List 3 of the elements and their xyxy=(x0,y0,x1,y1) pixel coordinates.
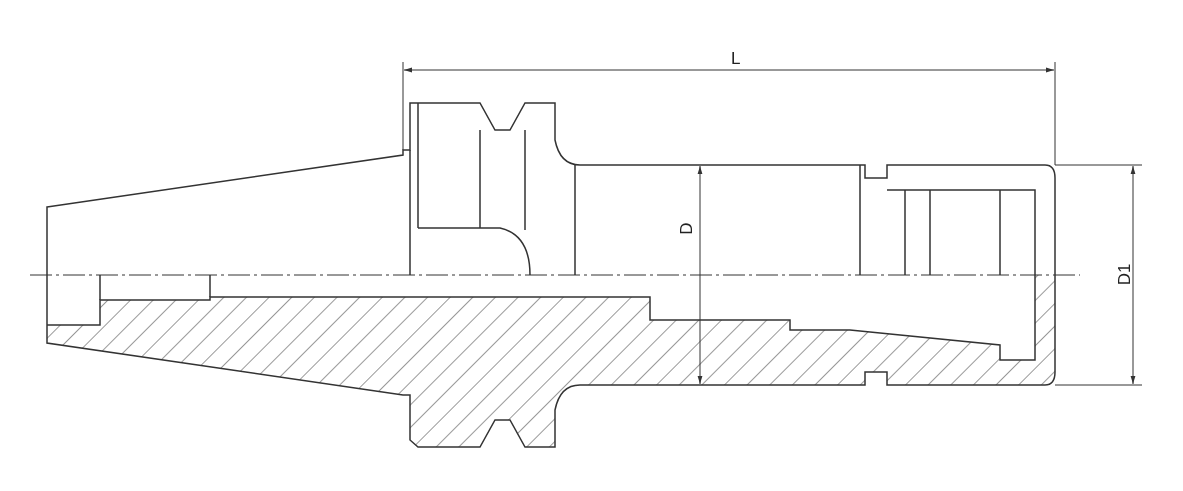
dimension-label: L xyxy=(731,50,741,67)
dimension-label: D1 xyxy=(1116,263,1134,286)
dimension-label: D xyxy=(677,222,695,235)
